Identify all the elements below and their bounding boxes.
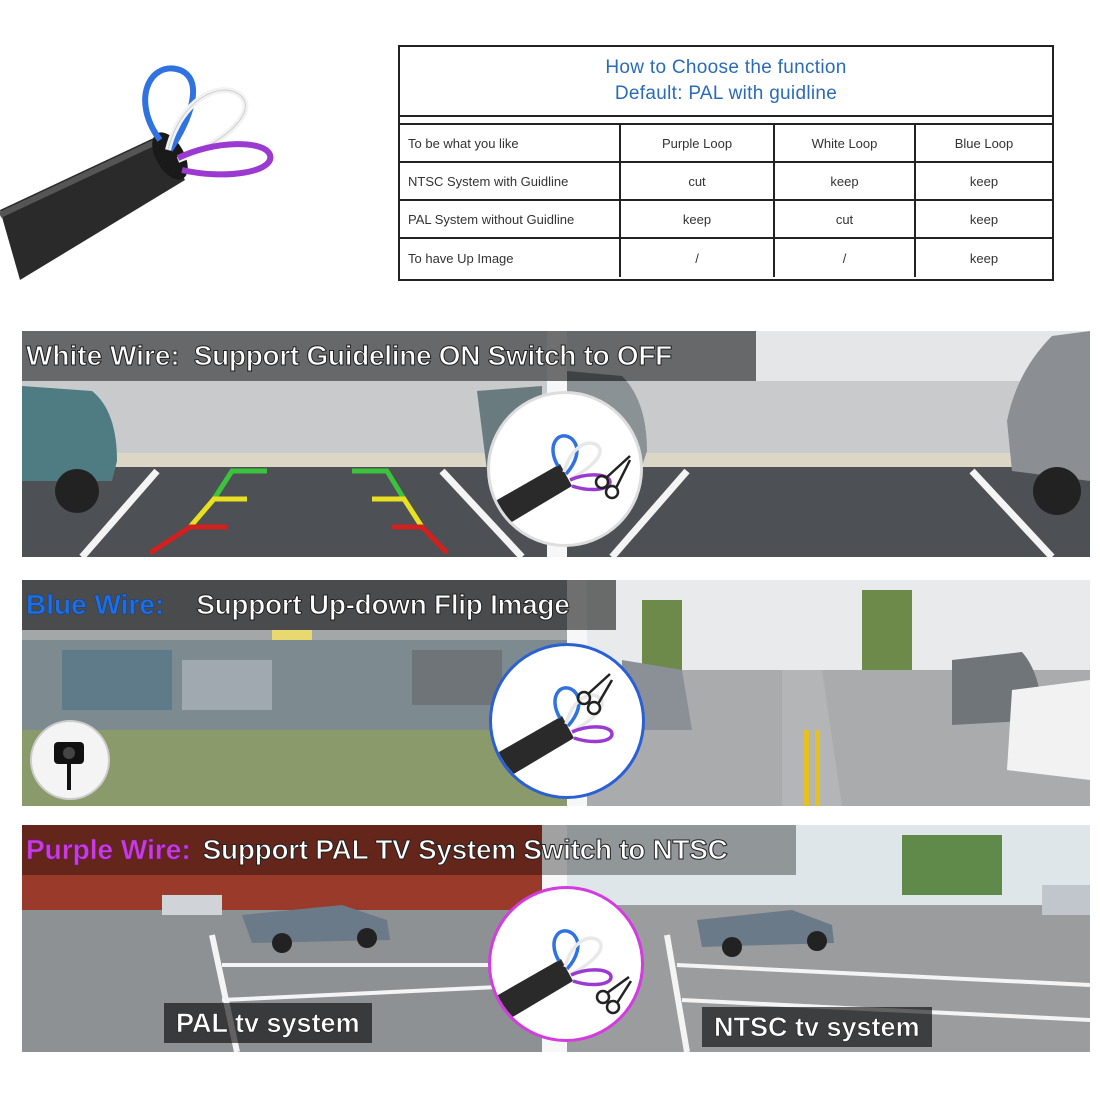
table-cell: keep — [916, 163, 1052, 201]
table-cell: keep — [621, 201, 775, 239]
scissors-icon — [594, 455, 632, 500]
blue-wire-panel: Blue Wire: Support Up-down Flip Image — [22, 580, 1090, 806]
purple-wire-label: Purple Wire: — [26, 834, 191, 866]
table-cell: / — [621, 239, 775, 277]
blue-wire-label: Blue Wire: — [26, 589, 165, 621]
ntsc-system-label: NTSC tv system — [702, 1007, 932, 1047]
header-cell: White Loop — [775, 125, 916, 163]
table-title: How to Choose the function Default: PAL … — [400, 47, 1052, 117]
cut-white-loop-badge — [487, 391, 643, 547]
table-title-line1: How to Choose the function — [605, 57, 847, 78]
cut-purple-loop-badge — [488, 886, 644, 1042]
table-cell: cut — [621, 163, 775, 201]
table-cell: keep — [916, 201, 1052, 239]
blue-wire-caption-bar: Blue Wire: Support Up-down Flip Image — [22, 580, 616, 630]
purple-wire-caption-bar: Purple Wire: Support PAL TV System Switc… — [22, 825, 796, 875]
scissors-icon — [576, 673, 614, 716]
white-wire-panel: White Wire: Support Guideline ON Switch … — [22, 331, 1090, 557]
function-table: How to Choose the function Default: PAL … — [398, 45, 1054, 281]
cut-wire-icon — [492, 673, 614, 781]
header-cell: Blue Loop — [916, 125, 1052, 163]
header-cell: To be what you like — [400, 125, 621, 163]
table-title-line2: Default: PAL with guidline — [614, 83, 838, 104]
table-cell: keep — [969, 250, 999, 266]
cut-wire-icon — [490, 434, 632, 529]
purple-wire-caption: Support PAL TV System Switch to NTSC — [202, 834, 728, 866]
white-wire-caption-bar: White Wire: Support Guideline ON Switch … — [22, 331, 756, 381]
table-grid: To be what you like Purple Loop White Lo… — [400, 123, 1052, 277]
table-cell: PAL System without Guidline — [400, 201, 621, 239]
cut-wire-icon — [491, 929, 633, 1024]
table-cell: NTSC System with Guidline — [400, 163, 621, 201]
table-cell: / — [775, 239, 916, 277]
pal-system-label: PAL tv system — [164, 1003, 372, 1043]
header-cell: Purple Loop — [621, 125, 775, 163]
table-cell: cut — [775, 201, 916, 239]
blue-wire-caption: Support Up-down Flip Image — [196, 589, 571, 621]
table-cell: To have Up Image — [400, 239, 621, 277]
white-wire-caption: Support Guideline ON Switch to OFF — [193, 340, 673, 372]
cable-loops-illustration — [0, 65, 274, 280]
scissors-icon — [595, 975, 633, 1015]
cut-blue-loop-badge — [489, 643, 645, 799]
camera-icon — [30, 720, 110, 800]
table-cell: keep — [775, 163, 916, 201]
purple-wire-panel: Purple Wire: Support PAL TV System Switc… — [22, 825, 1090, 1052]
white-wire-label: White Wire: — [26, 340, 181, 372]
